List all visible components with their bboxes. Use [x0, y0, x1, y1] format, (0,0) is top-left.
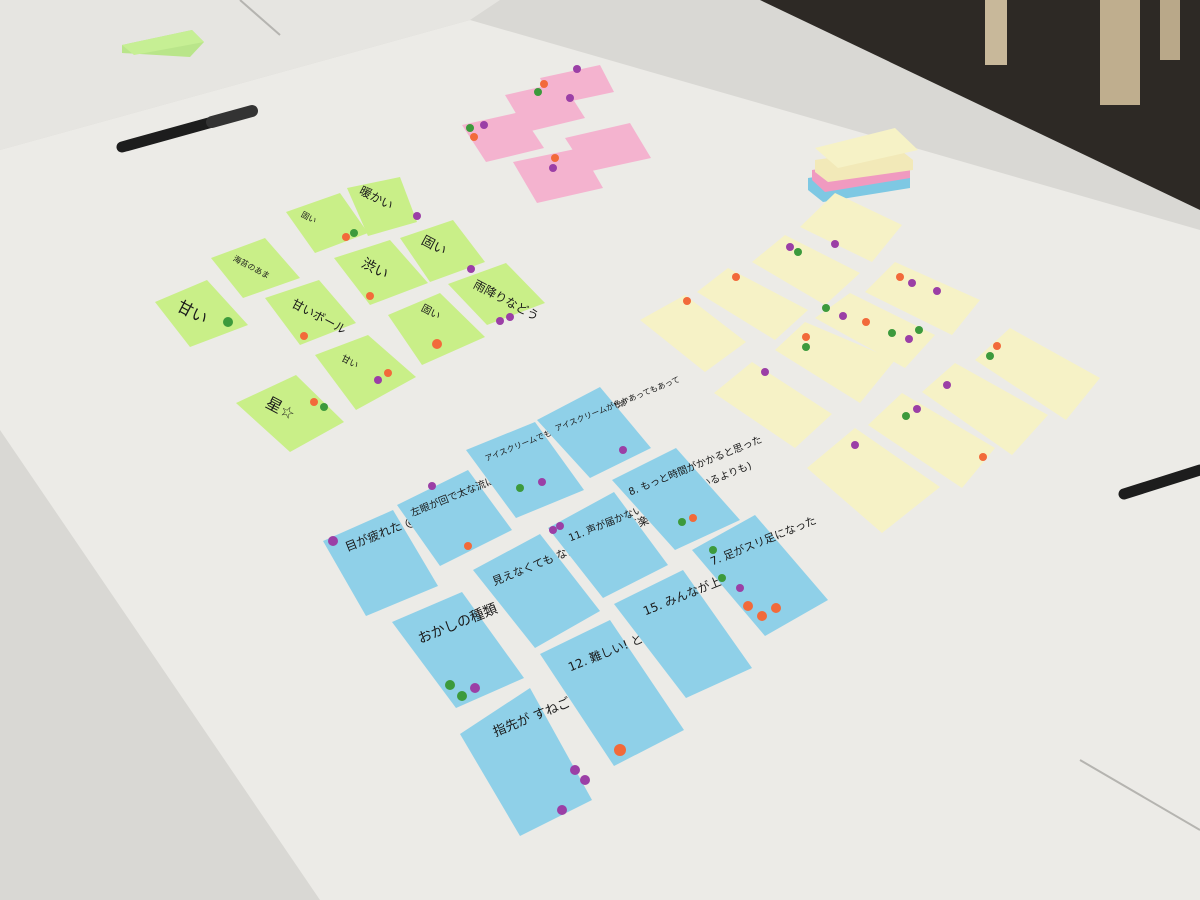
- blue-note[interactable]: 目が疲れた @: [323, 510, 438, 616]
- mixed-sticky-pad-stack[interactable]: [808, 128, 918, 202]
- chair-leg: [1100, 0, 1140, 105]
- yellow-note[interactable]: [868, 393, 995, 488]
- table-corner: [0, 0, 500, 150]
- marker-pen[interactable]: [116, 105, 258, 153]
- green-note[interactable]: 固い: [400, 220, 485, 282]
- yellow-note[interactable]: [697, 268, 808, 340]
- yellow-note[interactable]: [752, 235, 860, 305]
- yellow-note[interactable]: [807, 428, 940, 533]
- green-note[interactable]: 甘いボール: [265, 280, 356, 345]
- green-note[interactable]: 海苔のあま: [211, 238, 300, 298]
- green-note[interactable]: 甘い: [155, 280, 248, 347]
- green-sticky-pad[interactable]: [122, 30, 204, 57]
- green-note[interactable]: 雨降りなどう: [448, 263, 545, 325]
- green-note[interactable]: 固い: [286, 193, 368, 253]
- marker-pen[interactable]: [1118, 464, 1200, 500]
- yellow-note[interactable]: [865, 262, 980, 335]
- yellow-notes-cluster: [640, 193, 1100, 533]
- pink-notes-cluster: [462, 65, 651, 203]
- green-note[interactable]: 甘い: [315, 335, 416, 410]
- chair-leg: [985, 0, 1007, 65]
- chair-leg: [1160, 0, 1180, 60]
- table-seam: [239, 0, 281, 36]
- yellow-note[interactable]: [815, 293, 935, 368]
- yellow-note[interactable]: [922, 363, 1048, 455]
- green-note[interactable]: 固い: [388, 293, 485, 365]
- green-note[interactable]: 星☆: [236, 375, 344, 452]
- yellow-note[interactable]: [975, 328, 1100, 420]
- pink-note[interactable]: [513, 148, 603, 203]
- yellow-note[interactable]: [640, 295, 746, 372]
- green-note[interactable]: 暖かい: [347, 177, 421, 236]
- table-seam-2: [1079, 759, 1200, 831]
- green-note[interactable]: 渋い: [334, 240, 428, 305]
- yellow-note[interactable]: [714, 362, 832, 448]
- green-notes-cluster: 甘い 海苔のあま 固い 暖かい 甘いボール 渋い 固い: [155, 177, 545, 452]
- yellow-note[interactable]: [775, 322, 895, 403]
- yellow-note[interactable]: [800, 193, 902, 262]
